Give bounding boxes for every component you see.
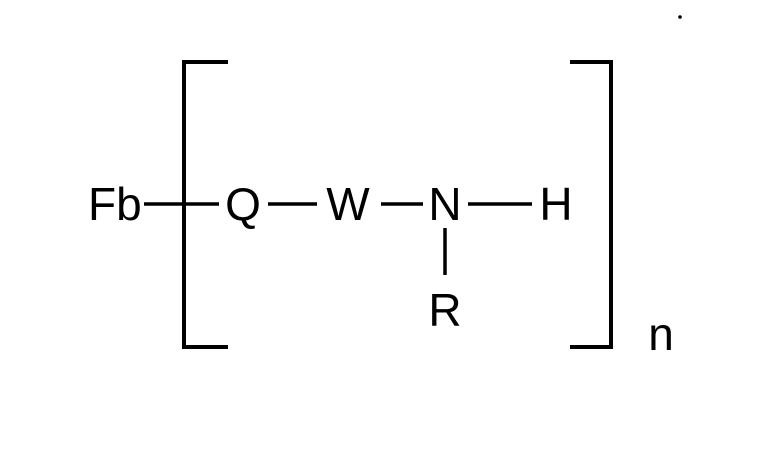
- atom-fb: Fb: [88, 178, 142, 230]
- right-bracket: [570, 62, 611, 347]
- atom-w: W: [326, 178, 370, 230]
- atom-r: R: [428, 284, 461, 336]
- stray-dot: [678, 15, 682, 19]
- atom-n: N: [428, 178, 461, 230]
- atom-q: Q: [225, 178, 261, 230]
- repeat-subscript: n: [648, 308, 674, 360]
- atom-h: H: [539, 178, 572, 230]
